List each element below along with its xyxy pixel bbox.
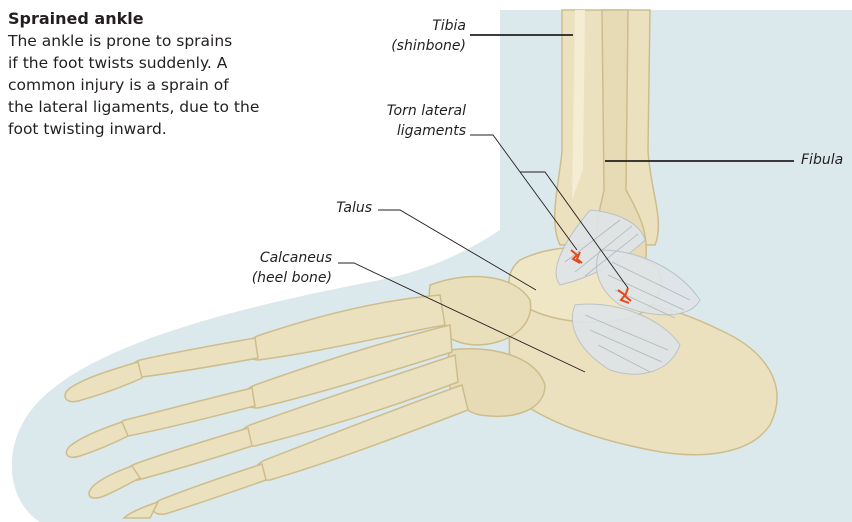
label-tibia: Tibia (shinbone) (366, 16, 466, 56)
label-torn-ligaments: Torn lateral ligaments (350, 101, 466, 141)
caption-line: common injury is a sprain of (8, 74, 308, 96)
label-calcaneus: Calcaneus (heel bone) (232, 248, 332, 288)
label-tibia-line: Tibia (366, 16, 466, 36)
label-torn-ligaments-line: ligaments (350, 121, 466, 141)
label-calcaneus-line: (heel bone) (232, 268, 332, 288)
label-calcaneus-line: Calcaneus (232, 248, 332, 268)
caption-line: the lateral ligaments, due to the (8, 96, 308, 118)
caption-line: foot twisting inward. (8, 118, 308, 140)
label-torn-ligaments-line: Torn lateral (350, 101, 466, 121)
label-talus: Talus (300, 198, 372, 218)
caption-line: The ankle is prone to sprains (8, 30, 308, 52)
caption-line: if the foot twists suddenly. A (8, 52, 308, 74)
caption-body: The ankle is prone to sprains if the foo… (8, 30, 308, 140)
caption-block: Sprained ankle The ankle is prone to spr… (8, 8, 308, 140)
label-tibia-line: (shinbone) (366, 36, 466, 56)
label-fibula: Fibula (801, 150, 843, 170)
caption-title: Sprained ankle (8, 8, 308, 30)
label-fibula-line: Fibula (801, 150, 843, 170)
label-talus-line: Talus (300, 198, 372, 218)
